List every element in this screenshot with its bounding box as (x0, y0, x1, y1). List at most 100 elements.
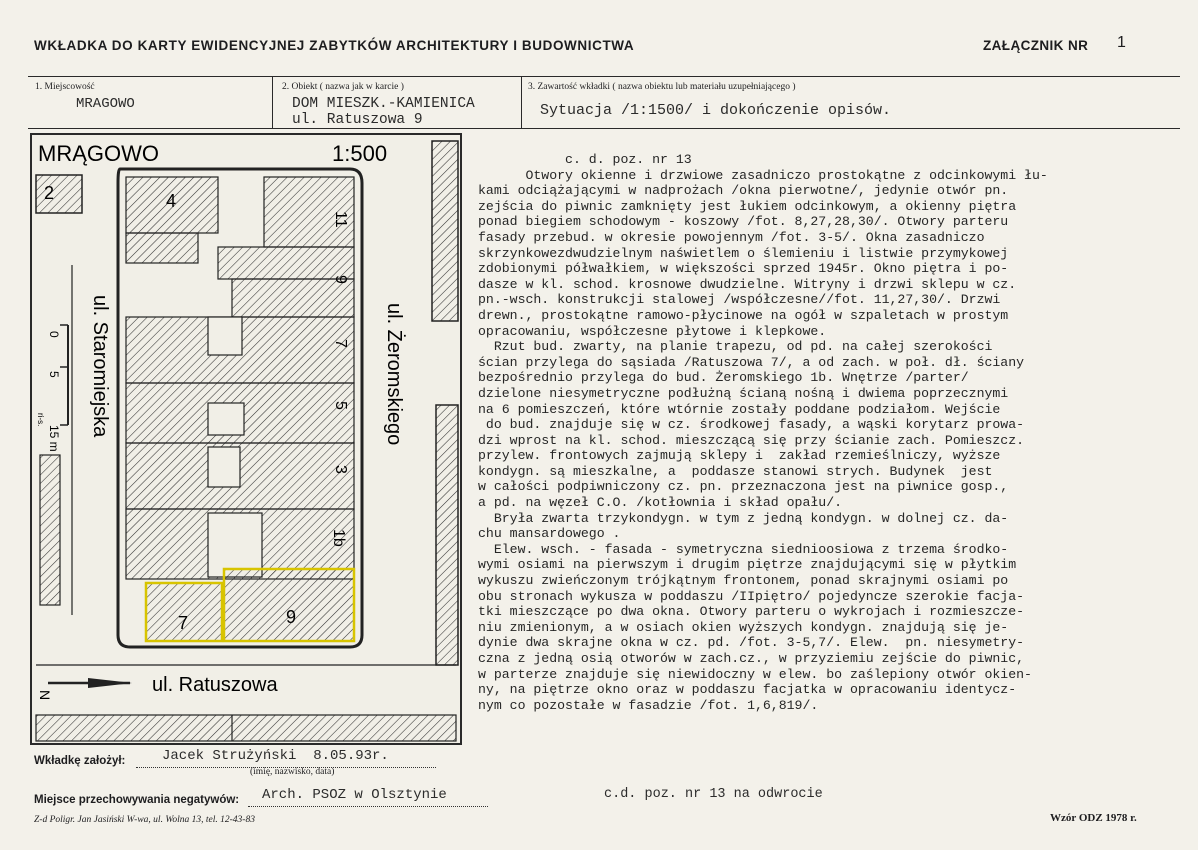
description-line: do bud. znajduje się w cz. środkowej fas… (478, 417, 1025, 433)
negatives-label: Miejsce przechowywania negatywów: (34, 794, 240, 806)
map-scale-0: 0 (47, 331, 61, 338)
content-label-text: 3. Zawartość wkładki (528, 82, 611, 92)
founder-value: Jacek Strużyński 8.05.93r. (162, 748, 389, 764)
map-scale-label: 1:500 (332, 141, 387, 166)
map-building-east-1 (431, 140, 459, 322)
description-line: a pd. na węzeł C.O. /kotłownia i skład o… (478, 495, 843, 511)
description-line: zdobionymi półwałkiem, w większości sprz… (478, 261, 1009, 277)
description-line: opracowaniu, współczesne płytowe i klepk… (478, 323, 827, 339)
field-divider-1 (272, 76, 273, 129)
content-label-note: ( nazwa obiektu lub materiału uzupełniaj… (612, 82, 796, 92)
content-value: Sytuacja /1:1500/ i dokończenie opisów. (540, 102, 892, 119)
map-block-label-1b: 1b (330, 529, 347, 547)
map-street-staromiejska: ul. Staromiejska (89, 295, 111, 438)
map-scale-note: ri-s. (36, 413, 45, 426)
map-building-9 (231, 278, 355, 318)
map-building-yard-1 (125, 232, 199, 264)
map-building-5-void (207, 402, 245, 436)
description-line: czna z jedną osią otworów w zach.cz., w … (478, 651, 1025, 666)
continuation-note: c.d. poz. nr 13 na odwrocie (604, 787, 823, 802)
map-staircase-west (39, 454, 61, 606)
description-line: na 6 pomieszczeń, które wtórnie zostały … (478, 401, 1001, 417)
printer-credit: Z-d Poligr. Jan Jasiński W-wa, ul. Wolna… (34, 815, 255, 825)
map-block-outline (116, 167, 364, 649)
description-line: nym co pozostałe w fasadzie /fot. 1,6,81… (478, 697, 819, 713)
map-north-label: N (37, 690, 53, 700)
description-line: ścian przylega do sąsiada /Ratuszowa 7/,… (478, 354, 1025, 370)
map-drawing: MRĄGOWO 1:500 4 11 9 7 5 3 1b 7 9 2 ul. … (35, 140, 459, 742)
annex-number: 1 (1117, 34, 1126, 51)
map-block-label-7: 7 (332, 339, 349, 348)
map-bottom-buildings (35, 714, 457, 742)
description-line: niu zmienionym, a w osiach okien wyższyc… (478, 619, 1009, 635)
map-building-2 (35, 174, 83, 214)
description-line: ny, na piętrze okno oraz w poddaszu facj… (478, 682, 1017, 698)
situation-map: MRĄGOWO 1:500 4 11 9 7 5 3 1b 7 9 2 ul. … (30, 133, 462, 745)
object-label-text: 2. Obiekt (282, 82, 318, 92)
description-text: c. d. poz. nr 13 Otwory okienne i drzwio… (478, 152, 1183, 713)
map-building-ratuszowa-7 (144, 581, 224, 643)
map-block-label-2: 2 (44, 183, 54, 203)
description-line: Rzut bud. zwarty, na planie trapezu, od … (478, 339, 993, 355)
founder-note: (imię, nazwisko, data) (250, 767, 335, 777)
description-line: drewn., prostokątne ramowo-płycinowe na … (478, 307, 1009, 323)
description-line: bezpośrednio przylega do bud. Żeromskieg… (478, 370, 969, 386)
description-line: wykuszu zwieńczonym trójkątnym frontonem… (478, 573, 1009, 589)
map-block-label-ratuszowa-7: 7 (178, 613, 188, 633)
object-label-note: ( nazwa jak w karcie ) (319, 82, 404, 92)
description-line: obu stronach wykusza w poddaszu /IIpiętr… (478, 588, 1025, 604)
map-scale-15: 15 m (47, 425, 61, 452)
founder-dotted-line (136, 767, 436, 768)
description-line: Bryła zwarta trzykondygn. w tym z jedną … (478, 510, 1009, 526)
field-divider-2 (521, 76, 522, 129)
map-block-label-ratuszowa-9: 9 (286, 607, 296, 627)
map-north-arrowhead (88, 678, 132, 688)
description-line: tki mieszczące po dwa okna. Otwory parte… (478, 604, 1025, 620)
object-value-line-2: ul. Ratuszowa 9 (292, 112, 423, 128)
map-street-ratuszowa: ul. Ratuszowa (152, 674, 278, 696)
description-line: przylew. frontowych zajmują sklepy i zak… (478, 448, 1001, 464)
form-title: WKŁADKA DO KARTY EWIDENCYJNEJ ZABYTKÓW A… (34, 38, 635, 53)
description-line: fasady przebud. w okresie powojennym /fo… (478, 229, 985, 245)
map-scale-5: 5 (47, 371, 61, 378)
locality-label: 1. Miejscowość (35, 82, 95, 92)
map-building-11 (263, 176, 355, 248)
description-line: dasze w kl. schod. krosnowe dwudzielne. … (478, 276, 1017, 292)
map-block-label-5: 5 (332, 401, 349, 410)
description-line: Elew. wsch. - fasada - symetryczna siedn… (478, 541, 1009, 557)
description-line: dynie dwa skrajne okna w cz. pd. /fot. 3… (478, 635, 1025, 651)
description-line: kondygn. są mieszkalne, a poddasze stano… (478, 463, 993, 479)
description-line: dzielone niesymetryczne podłużną ścianą … (478, 385, 1009, 401)
object-value-line-1: DOM MIESZK.-KAMIENICA (292, 96, 475, 112)
field-row-bottom-rule (28, 128, 1180, 129)
description-line: w całości podpiwniczony cz. pn. przeznac… (478, 479, 1009, 495)
negatives-value: Arch. PSOZ w Olsztynie (262, 787, 447, 803)
description-line: ponad biegiem schodowym - koszowy /fot. … (478, 214, 1009, 230)
map-building-east-2 (435, 404, 459, 666)
map-building-1b-void (207, 512, 263, 578)
map-street-zeromskiego: ul. Żeromskiego (383, 303, 406, 445)
description-line: kami odciążającymi w nadprożach /okna pi… (478, 183, 1009, 199)
map-town-label: MRĄGOWO (38, 141, 159, 166)
object-label: 2. Obiekt ( nazwa jak w karcie ) (282, 82, 404, 92)
negatives-dotted-line (248, 806, 488, 807)
map-block-label-4: 4 (166, 191, 176, 211)
map-building-ratuszowa-9 (222, 567, 356, 643)
description-line: Otwory okienne i drzwiowe zasadniczo pro… (478, 167, 1048, 183)
description-line: dzi wprost na kl. schod. mieszczącą się … (478, 432, 1025, 448)
locality-value: MRAGOWO (76, 96, 135, 112)
description-line: zejścia do piwnic zamknięty jest łukiem … (478, 198, 1017, 214)
description-line: skrzynkowezdwudzielnym naświetlem o ślem… (478, 245, 1009, 261)
map-block-label-9: 9 (332, 275, 349, 284)
map-building-7-void (207, 316, 243, 356)
description-line: wymi osiami na pierwszym i drugim piętrz… (478, 557, 1017, 573)
field-row-top-rule (28, 76, 1180, 77)
map-block-label-3: 3 (332, 465, 349, 474)
description-line: w parterze znajduje się niewidoczny w el… (478, 666, 1032, 682)
form-code: Wzór ODZ 1978 r. (1050, 812, 1137, 824)
description-line: pn.-wsch. konstrukcji stalowej /współcze… (478, 292, 1001, 308)
description-line: c. d. poz. nr 13 (478, 152, 692, 167)
annex-label: ZAŁĄCZNIK NR (983, 38, 1089, 53)
map-block-label-11: 11 (332, 211, 349, 228)
